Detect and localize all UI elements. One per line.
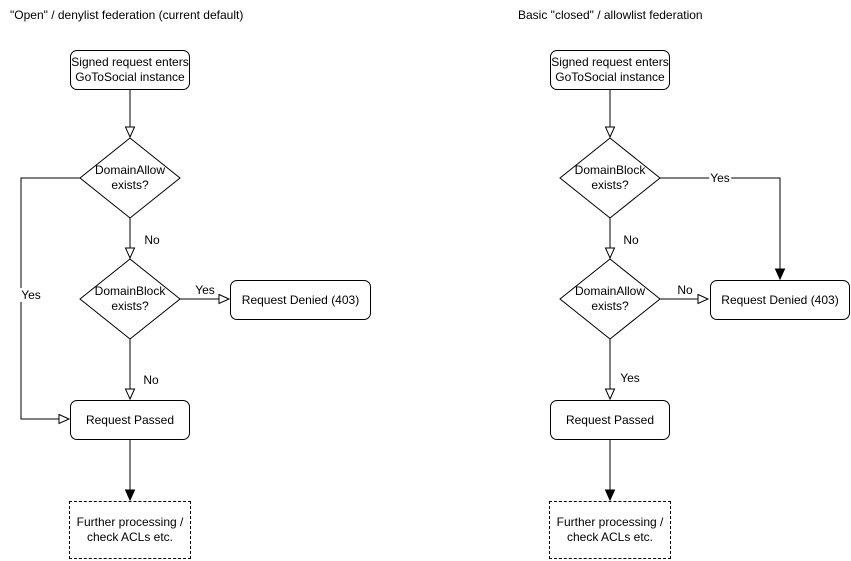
right-edge-label-decision2-yes: Yes bbox=[619, 371, 641, 385]
right-edge-label-decision1-no: No bbox=[622, 233, 640, 247]
left-decision1-diamond bbox=[79, 137, 181, 219]
left-node-passed-label: Request Passed bbox=[85, 412, 175, 427]
left-edge-label-decision1-no: No bbox=[143, 233, 161, 247]
left-decision2-diamond bbox=[79, 258, 181, 340]
left-edge-label-decision1-yes: Yes bbox=[20, 288, 42, 302]
right-decision1-diamond bbox=[559, 137, 661, 219]
left-edge-label-decision2-yes: Yes bbox=[194, 283, 216, 297]
left-node-start-label: Signed request enters GoToSocial instanc… bbox=[71, 55, 189, 84]
right-node-start: Signed request enters GoToSocial instanc… bbox=[550, 50, 670, 90]
right-node-passed-label: Request Passed bbox=[565, 412, 655, 427]
right-diagram-edges bbox=[604, 90, 786, 502]
left-node-denied: Request Denied (403) bbox=[230, 280, 371, 320]
left-node-start: Signed request enters GoToSocial instanc… bbox=[70, 50, 190, 90]
left-node-passed: Request Passed bbox=[70, 400, 190, 440]
right-node-start-label: Signed request enters GoToSocial instanc… bbox=[551, 55, 669, 84]
right-edge-decision1-yes bbox=[660, 177, 786, 281]
decision-diamonds bbox=[79, 137, 661, 340]
right-node-passed: Request Passed bbox=[550, 400, 670, 440]
left-diagram-title: "Open" / denylist federation (current de… bbox=[10, 8, 244, 22]
right-decision2-diamond bbox=[559, 258, 661, 340]
left-node-further-processing: Further processing / check ACLs etc. bbox=[69, 501, 191, 559]
right-edge-label-decision2-no: No bbox=[676, 283, 694, 297]
left-node-denied-label: Request Denied (403) bbox=[241, 292, 360, 307]
right-node-denied-label: Request Denied (403) bbox=[721, 292, 839, 307]
right-edge-label-decision1-yes: Yes bbox=[709, 171, 731, 185]
right-node-further-processing: Further processing / check ACLs etc. bbox=[549, 501, 671, 559]
left-edge-label-decision2-no: No bbox=[142, 373, 160, 387]
right-node-further-processing-label: Further processing / check ACLs etc. bbox=[556, 515, 664, 544]
right-diagram-title: Basic "closed" / allowlist federation bbox=[518, 8, 703, 22]
left-node-further-processing-label: Further processing / check ACLs etc. bbox=[76, 515, 184, 544]
right-node-denied: Request Denied (403) bbox=[710, 280, 850, 320]
